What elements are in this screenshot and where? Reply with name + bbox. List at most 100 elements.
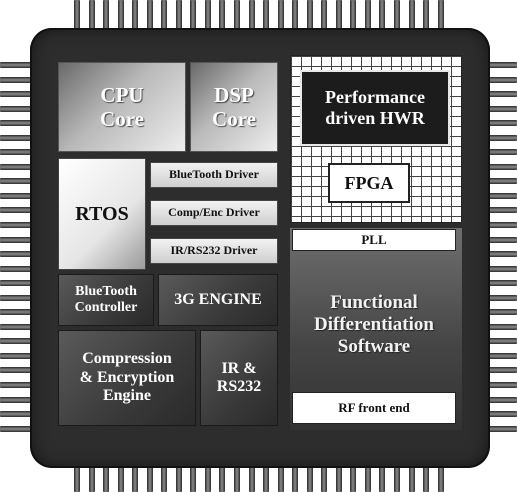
pin — [483, 265, 517, 272]
pin — [0, 425, 34, 432]
pin — [0, 265, 34, 272]
pin — [364, 0, 371, 30]
pin — [0, 251, 34, 258]
left-pins — [0, 62, 34, 432]
pin — [483, 62, 517, 68]
pin — [394, 462, 401, 492]
pin — [437, 462, 444, 492]
pin — [408, 0, 415, 30]
pin — [234, 0, 241, 30]
pin — [292, 0, 299, 30]
pin — [161, 0, 168, 30]
pin — [364, 462, 371, 492]
pin — [483, 134, 517, 141]
pin — [408, 462, 415, 492]
pin — [394, 0, 401, 30]
pin — [379, 0, 386, 30]
pin — [0, 396, 34, 403]
pin — [483, 207, 517, 214]
performance-hwr-block: Performance driven HWR — [300, 70, 450, 146]
pin — [88, 0, 95, 30]
pin — [0, 149, 34, 156]
pin — [103, 462, 110, 492]
pin — [306, 0, 313, 30]
pin — [0, 105, 34, 112]
pin — [483, 251, 517, 258]
pin — [483, 236, 517, 243]
pin — [335, 0, 342, 30]
pin — [0, 207, 34, 214]
pin — [219, 0, 226, 30]
bottom-pins — [74, 462, 444, 492]
pll-block: PLL — [292, 229, 456, 251]
pin — [483, 222, 517, 229]
pin — [175, 462, 182, 492]
pin — [0, 178, 34, 185]
pin — [0, 62, 34, 68]
pin — [0, 222, 34, 229]
pin — [483, 120, 517, 127]
pin — [103, 0, 110, 30]
pin — [190, 462, 197, 492]
pin — [483, 338, 517, 345]
pin — [0, 192, 34, 199]
pin — [0, 367, 34, 374]
pin — [0, 338, 34, 345]
rtos-block: RTOS — [58, 158, 146, 270]
pin — [306, 462, 313, 492]
rf-front-end-block: RF front end — [292, 392, 456, 424]
pin — [335, 462, 342, 492]
pin — [483, 382, 517, 389]
pin — [483, 91, 517, 98]
pin — [0, 309, 34, 316]
pin — [204, 0, 211, 30]
pin — [0, 236, 34, 243]
pin — [0, 163, 34, 170]
pin — [483, 294, 517, 301]
pin — [0, 76, 34, 83]
pin — [263, 0, 270, 30]
pin — [277, 0, 284, 30]
pin — [219, 462, 226, 492]
right-pins — [483, 62, 517, 432]
top-pins — [74, 0, 444, 30]
bluetooth-controller-block: BlueTooth Controller — [58, 274, 154, 326]
pin — [234, 462, 241, 492]
pin — [0, 411, 34, 418]
pin — [0, 280, 34, 287]
compression-encryption-engine-block: Compression & Encryption Engine — [58, 330, 196, 426]
pin — [379, 462, 386, 492]
pin — [483, 396, 517, 403]
pin — [0, 323, 34, 330]
pin — [117, 462, 124, 492]
pin — [0, 120, 34, 127]
pin — [132, 0, 139, 30]
pin — [0, 294, 34, 301]
pin — [350, 462, 357, 492]
pin — [423, 462, 430, 492]
pin — [483, 192, 517, 199]
pin — [74, 462, 80, 492]
fpga-block: FPGA — [328, 163, 410, 203]
pin — [161, 462, 168, 492]
pin — [263, 462, 270, 492]
pin — [483, 411, 517, 418]
pin — [483, 178, 517, 185]
pin — [0, 91, 34, 98]
pin — [483, 149, 517, 156]
pin — [483, 280, 517, 287]
pin — [0, 134, 34, 141]
bluetooth-driver-block: BlueTooth Driver — [150, 162, 278, 188]
pin — [437, 0, 444, 30]
pin — [190, 0, 197, 30]
pin — [146, 462, 153, 492]
pin — [483, 105, 517, 112]
pin — [483, 425, 517, 432]
cpu-core-block: CPU Core — [58, 62, 186, 152]
ir-rs232-driver-block: IR/RS232 Driver — [150, 238, 278, 264]
pin — [248, 462, 255, 492]
pin — [0, 352, 34, 359]
pin — [0, 382, 34, 389]
pin — [132, 462, 139, 492]
